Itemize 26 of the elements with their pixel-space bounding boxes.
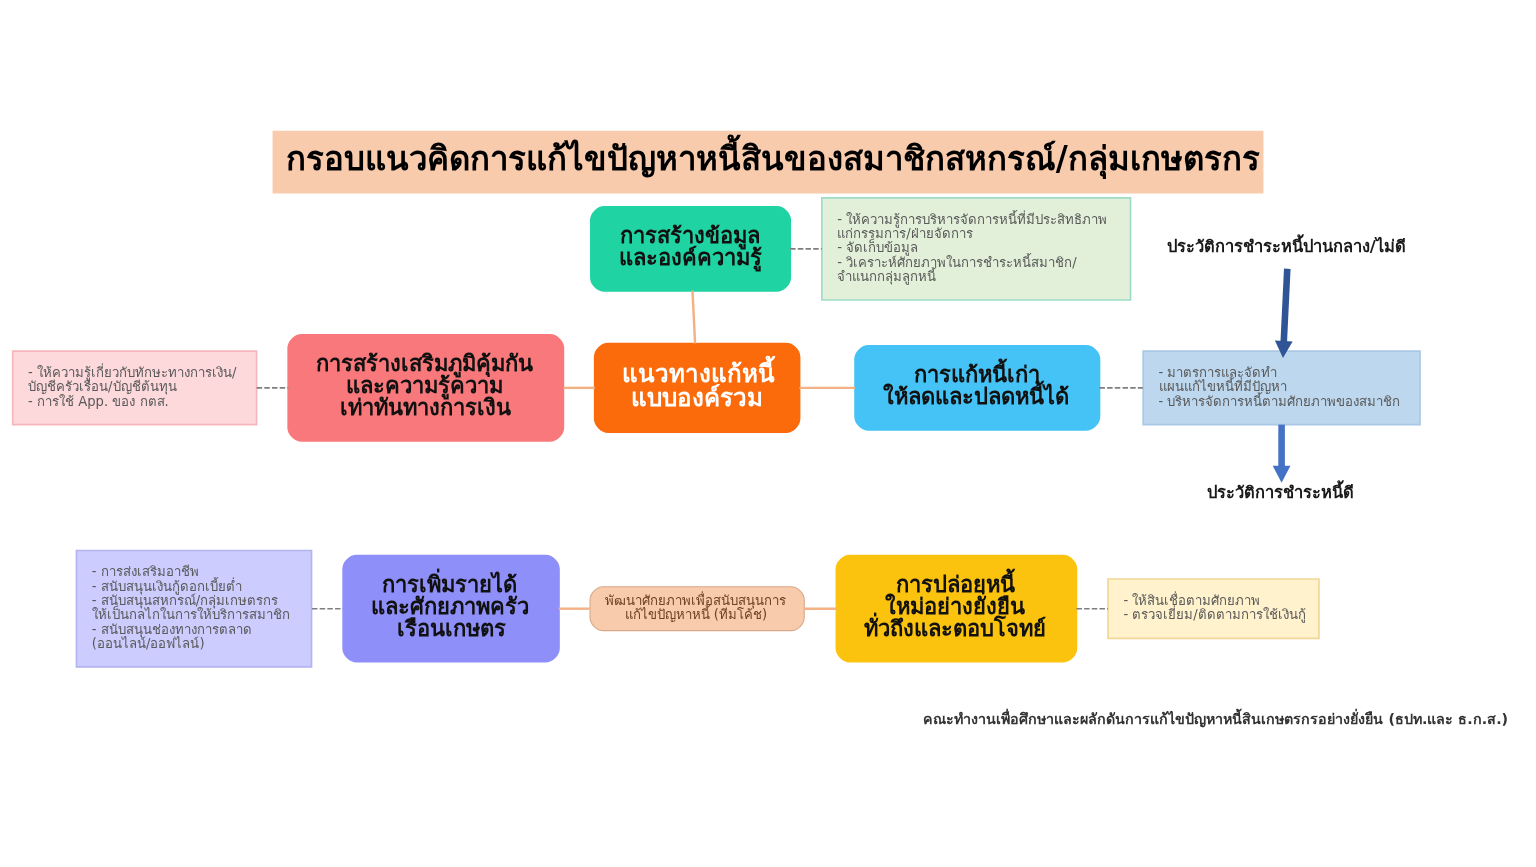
node-text: ประวัติการชำระหนี้ปานกลาง/ไม่ดี xyxy=(1166,236,1406,256)
node-box: การเพิ่มรายได้และศักยภาพครัวเรือนเกษตร xyxy=(342,554,560,662)
connector xyxy=(691,290,697,344)
connector xyxy=(255,386,290,389)
node-box: การปล่อยหนี้ใหม่อย่างยั่งยืน ทั่วถึงและตอบโจทย์ xyxy=(835,554,1078,662)
node-box: - การส่งเสริมอาชีพ - สนับสนุนเงินกู้ดอกเบี้ยต่ำ - สนับสนุนสหกรณ์/กลุ่มเกษตรกรให้เป็นกลไกในการให้บริการสมาชิก - สนับสนุนช่องทางการตลาด (ออนไลน์/ออฟไลน์) xyxy=(75,549,313,668)
connector xyxy=(1075,607,1109,609)
connector xyxy=(311,607,344,609)
node-box: - ให้สินเชื่อตามศักยภาพ - ตรวจเยี่ยม/ติดตามการใช้เงินกู้ xyxy=(1107,577,1320,639)
connector xyxy=(789,247,823,250)
node-box: การสร้างเสริมภูมิคุ้มกันและความรู้ความเท่าทันทางการเงิน xyxy=(287,333,565,442)
node-text: ประวัติการชำระหนี้ดี xyxy=(1206,482,1354,502)
connector xyxy=(804,606,837,610)
node-box: การแก้หนี้เก่าให้ลดและปลดหนี้ได้ xyxy=(854,344,1101,431)
node-box: - มาตรการและจัดทำแผนแก้ไขหนี้ที่มีปัญหา - บริหารจัดการหนี้ตามศักยภาพของสมาชิก xyxy=(1142,349,1421,425)
node-box: - ให้ความรู้เกี่ยวกับทักษะทางการเงิน/บัญชีครัวเรือน/บัญชีต้นทุน - การใช้ App. ของ กตส. xyxy=(11,349,258,425)
connector xyxy=(563,386,595,389)
node-box: - ให้ความรู้การบริหารจัดการหนี้ที่มีประสิทธิภาพแก่กรรมการ/ฝ่ายจัดการ - จัดเก็บข้อมูล - วิเคราะห์ศักยภาพในการชำระหนี้สมาชิก/จำแนกกลุ่มลูกหนี้ xyxy=(821,196,1132,301)
connector xyxy=(558,606,590,610)
connector xyxy=(1098,386,1144,389)
node-box: พัฒนาศักยภาพเพื่อสนับสนุนการแก้ไขปัญหาหนี้ (ทีมโค้ช) xyxy=(589,585,805,631)
arrow xyxy=(1272,424,1291,483)
node-box: การสร้างข้อมูลและองค์ความรู้ xyxy=(590,205,792,292)
caption: คณะทำงานเพื่อศึกษาและผลักดันการแก้ไขปัญหาหนี้สินเกษตรกรอย่างยั่งยืน (ธปท.และ ธ.ก.ส.) xyxy=(923,710,1509,727)
node-box: แนวทางแก้หนี้แบบองค์รวม xyxy=(593,342,801,433)
connector xyxy=(799,386,856,389)
